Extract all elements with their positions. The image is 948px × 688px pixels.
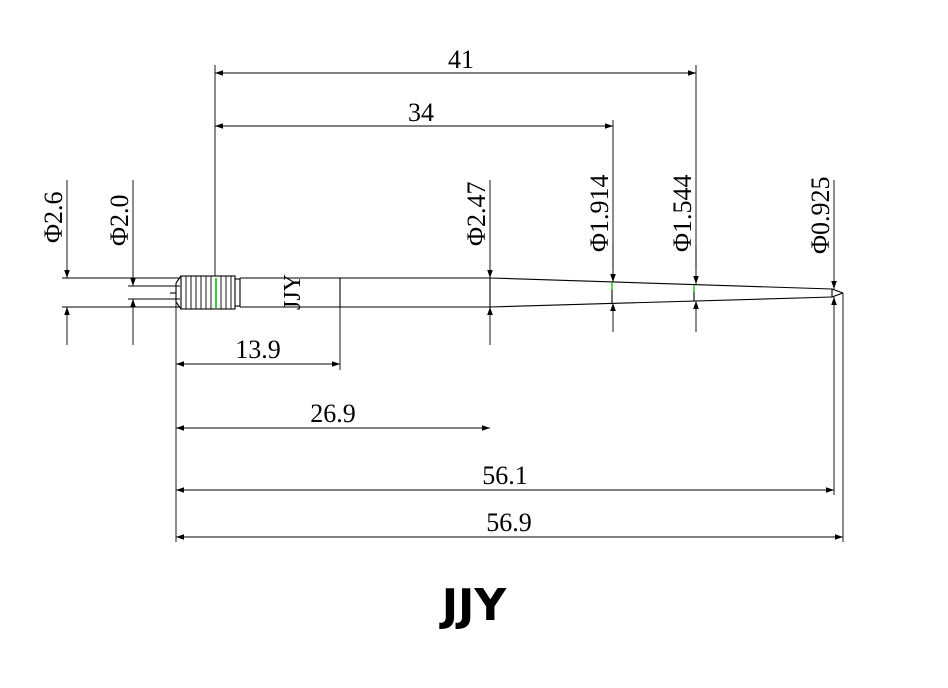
dim-label-26-9: 26.9 bbox=[310, 399, 356, 428]
dim-label-dia-2-6: Φ2.6 bbox=[39, 191, 68, 243]
dim-label-dia-2-0: Φ2.0 bbox=[105, 194, 134, 246]
dim-label-dia-1-544: Φ1.544 bbox=[668, 174, 697, 252]
knurl-section bbox=[180, 275, 240, 310]
pin-body: JJY bbox=[62, 274, 844, 310]
drawing-caption: JJY bbox=[439, 580, 508, 631]
bottom-dimensions: 13.9 26.9 56.1 56.9 bbox=[175, 293, 844, 542]
dim-label-34: 34 bbox=[408, 98, 434, 127]
dim-label-56-1: 56.1 bbox=[482, 461, 528, 490]
part-marking: JJY bbox=[280, 274, 306, 310]
dim-label-dia-2-47: Φ2.47 bbox=[462, 181, 491, 246]
dim-label-56-9: 56.9 bbox=[486, 508, 532, 537]
dim-label-dia-1-914: Φ1.914 bbox=[585, 174, 614, 252]
top-dimensions: 41 34 bbox=[214, 45, 697, 276]
dim-label-13-9: 13.9 bbox=[235, 335, 281, 364]
dim-label-41: 41 bbox=[448, 45, 474, 74]
dim-label-dia-0-925: Φ0.925 bbox=[806, 176, 835, 254]
diameter-dimensions: Φ2.6 Φ2.0 Φ2.47 Φ1.914 Φ1.544 Φ0.925 bbox=[39, 174, 837, 345]
